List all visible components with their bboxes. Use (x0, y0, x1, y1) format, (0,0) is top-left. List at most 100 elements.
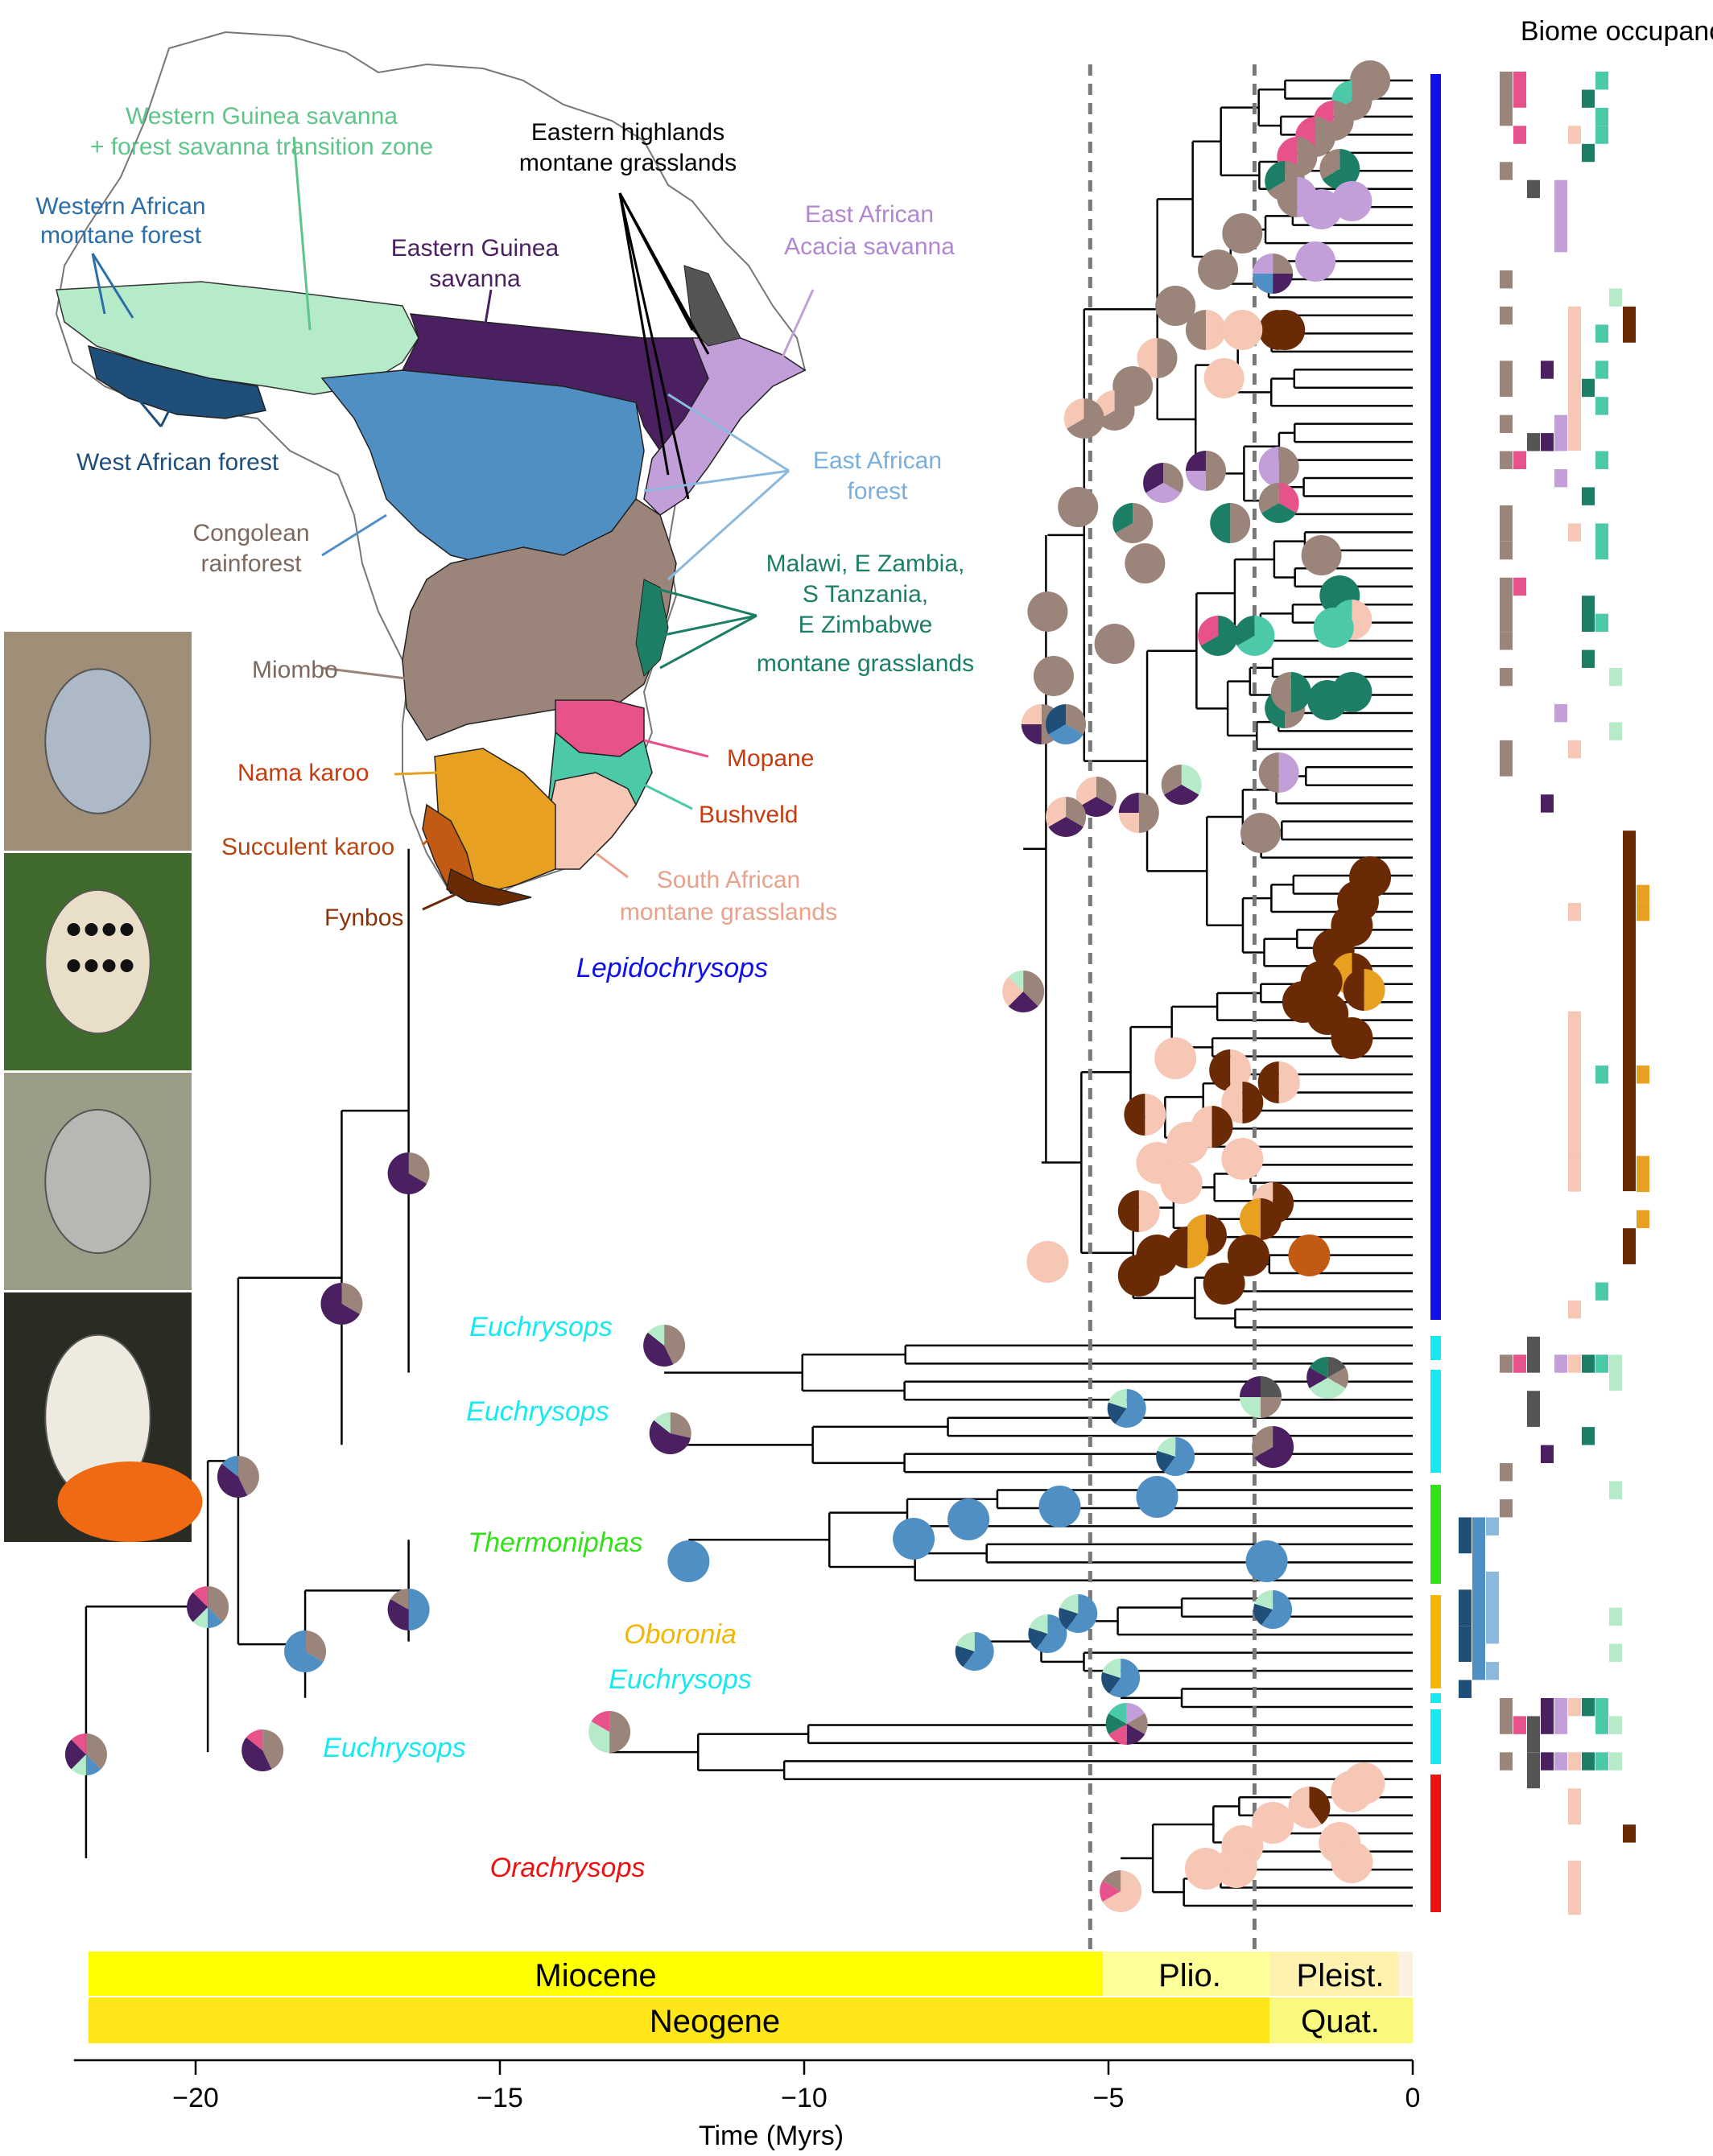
butterfly-wing (44, 668, 151, 814)
biome-cell (1609, 1354, 1622, 1391)
state-pie (649, 1412, 691, 1454)
state-pie (1124, 1094, 1166, 1136)
region-sa-montane (547, 772, 637, 870)
euchrysops-bar-2 (1430, 1370, 1441, 1473)
state-pie (1136, 1476, 1178, 1518)
state-pie (1222, 310, 1263, 350)
holocene-bar (1398, 1952, 1413, 1996)
biome-cell (1500, 162, 1513, 180)
biome-cell (1582, 487, 1595, 505)
state-pie (1101, 1659, 1141, 1697)
state-pie (955, 1632, 994, 1671)
biome-occupancy-matrix (1459, 72, 1649, 1915)
biome-cell (1637, 884, 1649, 903)
state-pie (387, 1152, 430, 1194)
biome-cell (1486, 1517, 1499, 1536)
biome-cell (1486, 1571, 1499, 1644)
biome-cell (1568, 306, 1581, 451)
state-pie (1252, 1802, 1294, 1844)
label-western-guinea-2: + forest savanna transition zone (90, 134, 433, 160)
biome-cell (1500, 1697, 1513, 1734)
africa-map: Western Guinea savanna + forest savanna … (35, 31, 974, 931)
biome-cell (1568, 1354, 1581, 1373)
state-pie (1105, 1703, 1148, 1745)
state-pie (1258, 752, 1299, 793)
butterfly-photo-1 (4, 632, 192, 851)
clade-label-oboronia: Oboronia (624, 1619, 737, 1650)
biome-cell (1582, 1697, 1595, 1717)
axis-tick-label: −5 (1093, 2083, 1125, 2113)
biome-cell (1623, 1156, 1636, 1174)
biome-cell (1459, 1680, 1472, 1698)
state-pie (1257, 1062, 1300, 1103)
orachrysops-bar (1430, 1775, 1441, 1912)
state-pie (1270, 672, 1311, 712)
state-pie (1222, 213, 1263, 254)
biome-cell (1568, 902, 1581, 921)
biome-cell (1609, 668, 1622, 686)
state-pie (387, 1589, 430, 1630)
neogene-label: Neogene (650, 2004, 780, 2039)
label-bushveld: Bushveld (699, 802, 798, 828)
state-pie (1155, 286, 1196, 326)
miocene-label: Miocene (535, 1958, 656, 1993)
epoch-boundary-lines (1088, 64, 1257, 1952)
state-pie (1258, 447, 1299, 487)
label-west-forest: West African forest (76, 449, 279, 476)
state-pie (1094, 624, 1135, 664)
butterfly-photo-3 (4, 1073, 192, 1290)
state-pie (1331, 1841, 1373, 1883)
biome-cell (1554, 179, 1567, 253)
biome-cell (1582, 1427, 1595, 1445)
biome-cell (1527, 1716, 1540, 1753)
biome-cell (1500, 361, 1513, 398)
state-pie (1306, 1357, 1349, 1399)
state-pie (1277, 177, 1318, 217)
biome-cell (1500, 1354, 1513, 1373)
geologic-timescale: Miocene Plio. Pleist. Neogene Quat. (89, 1952, 1413, 2043)
state-pie (588, 1711, 631, 1753)
state-pie (893, 1518, 935, 1560)
state-pie (1331, 181, 1372, 221)
biome-cell (1582, 378, 1595, 398)
biome-cell (1472, 1643, 1485, 1680)
label-eastern-guinea-2: savanna (429, 266, 521, 292)
region-fynbos (446, 868, 532, 906)
state-pie (1112, 503, 1154, 543)
biome-cell (1595, 613, 1608, 633)
biome-cell (1595, 397, 1608, 415)
biome-cell (1500, 577, 1513, 632)
label-malawi-1: Malawi, E Zambia, (766, 550, 965, 577)
label-east-forest-1: East African (813, 447, 942, 474)
biome-cell (1500, 107, 1513, 126)
state-pie (1203, 1263, 1245, 1305)
biome-cell (1541, 1752, 1554, 1771)
miocene-bar (89, 1952, 1103, 1996)
biome-cell (1595, 1282, 1608, 1301)
butterfly-photo-2 (4, 853, 192, 1070)
label-congolean-1: Congolean (192, 520, 309, 546)
biome-cell (1623, 831, 1636, 1192)
state-pie (1028, 1614, 1067, 1653)
region-malawi (635, 579, 669, 677)
biome-cell (1595, 72, 1608, 90)
state-pie (1184, 1848, 1227, 1890)
map-leader-lines (91, 136, 815, 911)
oboronia-bar (1430, 1595, 1441, 1688)
state-pie (1063, 398, 1104, 439)
state-pie (1252, 1426, 1294, 1468)
state-pie (1240, 1198, 1282, 1240)
biome-cell (1554, 703, 1567, 723)
biome-cell (1595, 523, 1608, 560)
state-pie (1221, 1138, 1264, 1180)
biome-cell (1527, 1752, 1540, 1789)
biome-cell (1595, 126, 1608, 144)
biome-cell (1623, 1083, 1636, 1102)
clade-label-lepidochrysops: Lepidochrysops (576, 953, 768, 983)
state-pie (284, 1630, 327, 1672)
biome-cell (1554, 1354, 1567, 1373)
state-pie (1059, 1594, 1098, 1633)
state-pie (667, 1540, 710, 1582)
